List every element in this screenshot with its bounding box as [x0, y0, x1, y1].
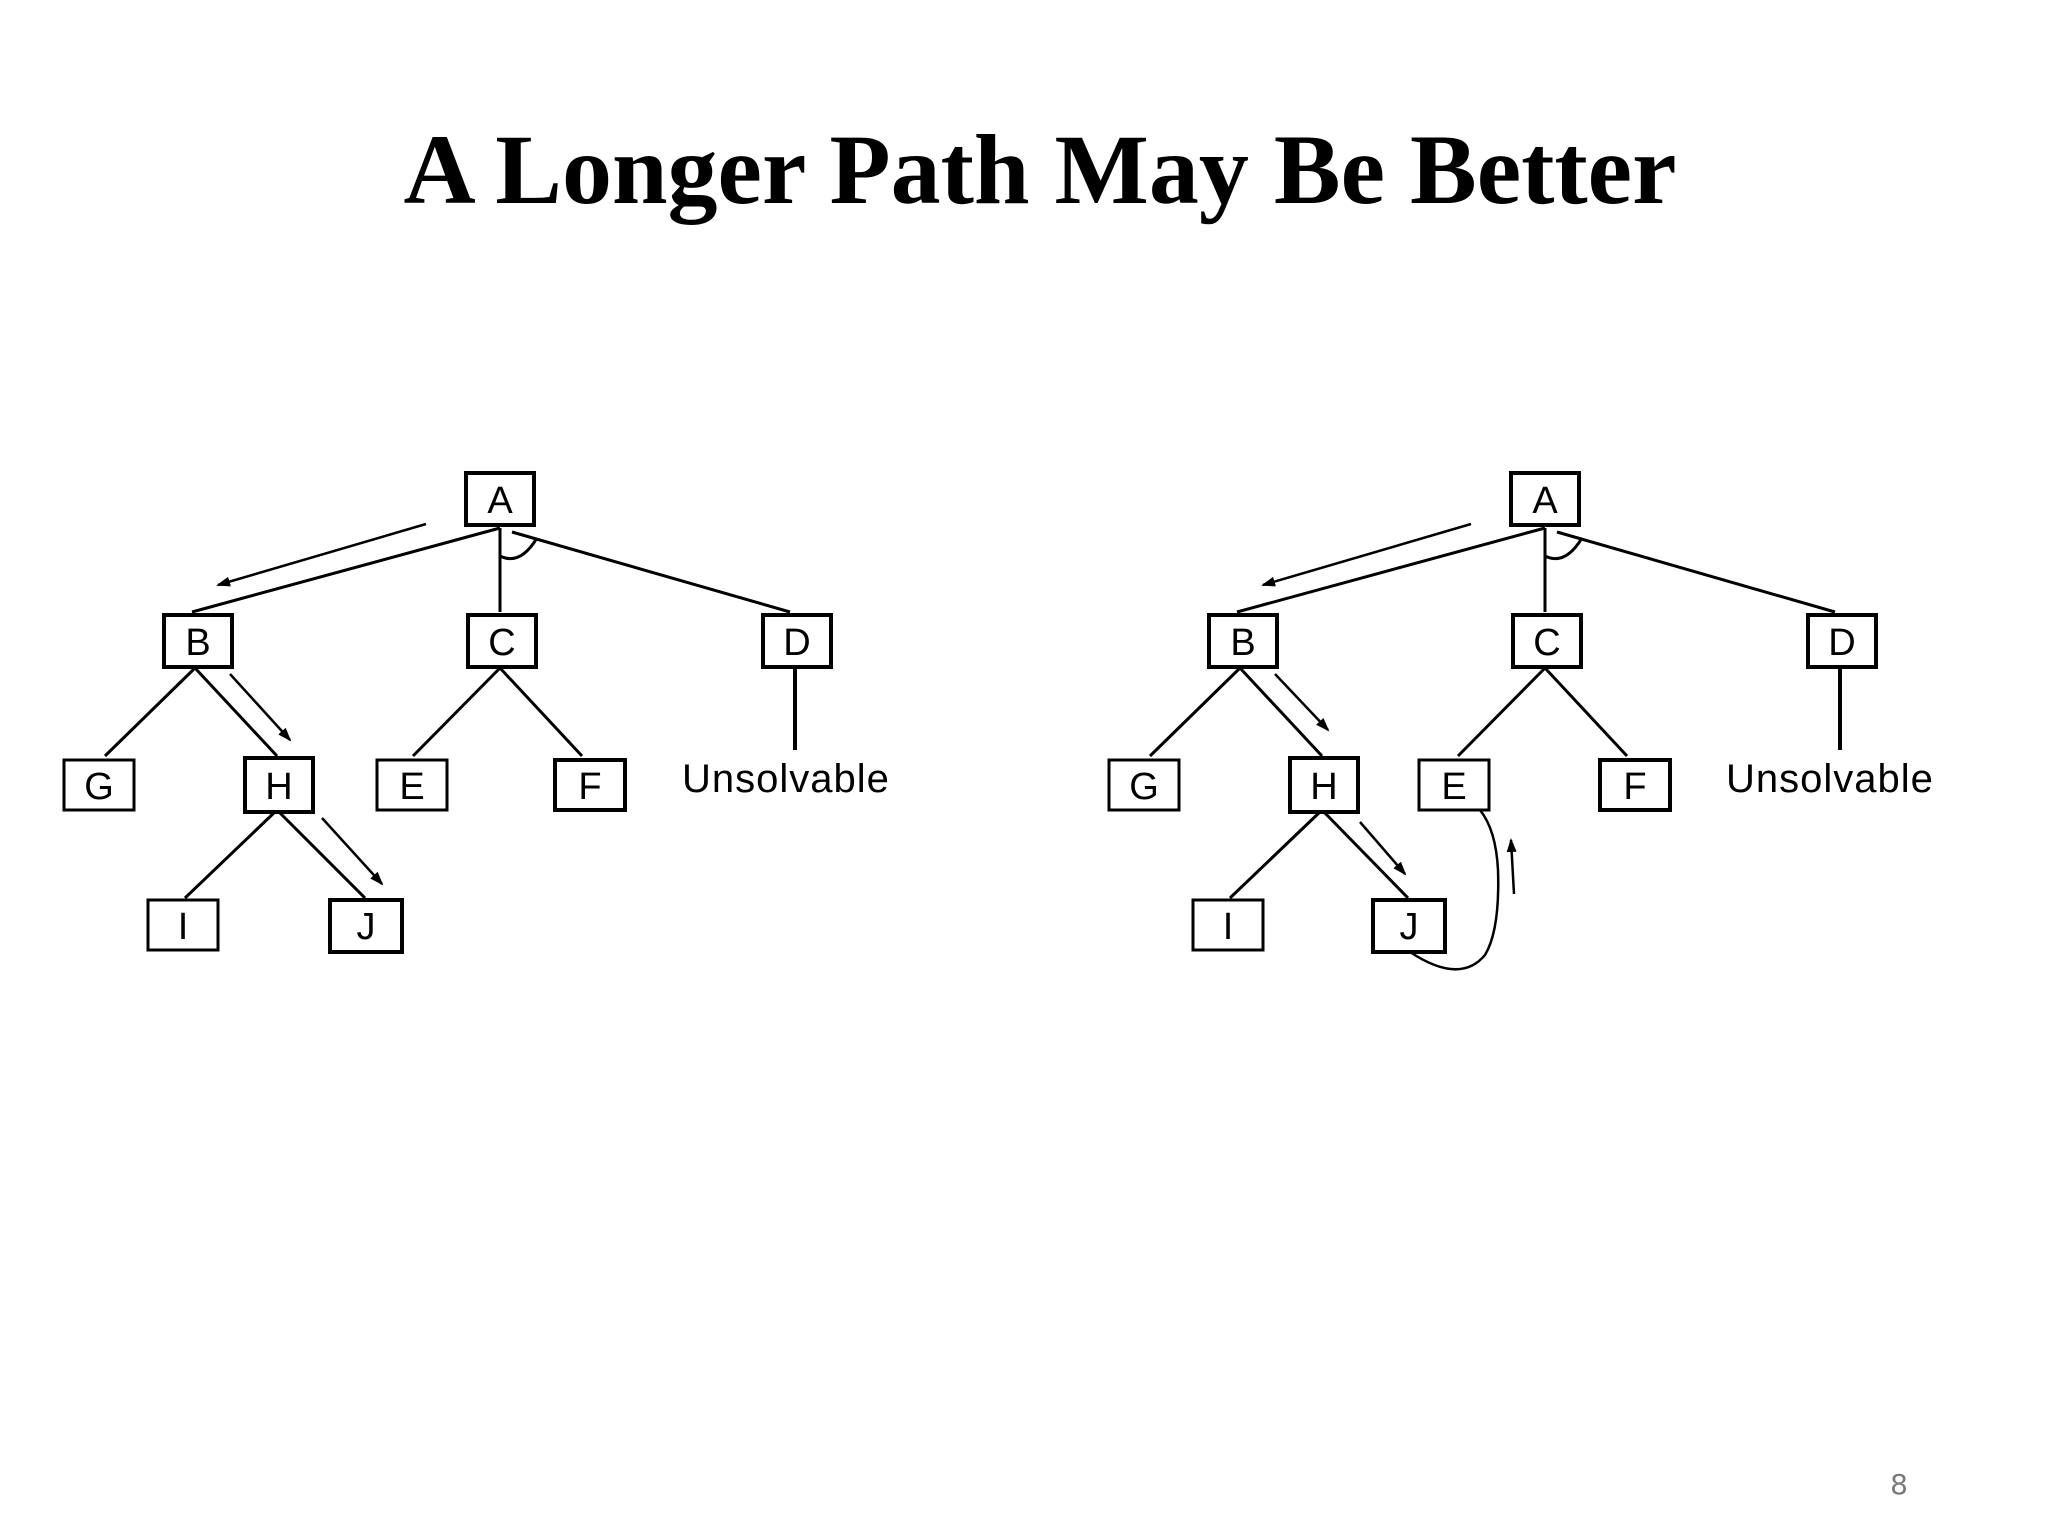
- right-edge-h-i: [1228, 808, 1324, 900]
- right-node-h: H: [1288, 756, 1360, 814]
- right-node-b: B: [1207, 613, 1279, 669]
- left-and-arc: [499, 537, 539, 561]
- right-node-d: D: [1806, 613, 1878, 669]
- right-arrow-up-to-e: [1506, 838, 1517, 895]
- right-arrow-h-to-j: [1359, 821, 1407, 876]
- left-node-f: F: [553, 758, 627, 812]
- right-edge-h-j: [1320, 808, 1410, 900]
- right-node-b-label: B: [1230, 622, 1255, 664]
- left-arrow-h-to-j: [321, 817, 384, 886]
- right-edge-a-d: [1556, 530, 1836, 614]
- right-node-a: A: [1509, 471, 1581, 527]
- left-edge-b-g: [103, 666, 197, 758]
- left-node-a-label: A: [487, 480, 513, 522]
- left-node-i-label: I: [178, 906, 189, 948]
- right-node-f: F: [1598, 758, 1672, 812]
- right-node-c: C: [1511, 613, 1583, 669]
- right-node-j: J: [1371, 898, 1447, 954]
- right-node-a-label: A: [1532, 480, 1558, 522]
- right-node-e-label: E: [1441, 766, 1466, 808]
- left-edge-h-j: [275, 808, 367, 900]
- right-edge-b-h: [1238, 666, 1324, 758]
- left-node-h: H: [243, 756, 315, 814]
- left-node-j-label: J: [357, 906, 376, 948]
- right-node-g-label: G: [1129, 766, 1159, 808]
- left-edge-b-h: [193, 666, 279, 758]
- right-node-i-label: I: [1223, 906, 1234, 948]
- right-arrow-b-to-h: [1274, 673, 1330, 732]
- left-node-g-label: G: [84, 766, 114, 808]
- right-node-h-label: H: [1310, 766, 1337, 808]
- right-and-arc: [1544, 537, 1584, 561]
- right-node-j-label: J: [1400, 906, 1419, 948]
- right-node-i: I: [1191, 898, 1265, 952]
- right-edge-c-e: [1456, 666, 1547, 758]
- left-edge-h-i: [183, 808, 279, 900]
- left-node-f-label: F: [578, 766, 601, 808]
- right-arrow-a-to-b: [1261, 522, 1472, 587]
- left-edge-a-b: [191, 526, 501, 614]
- left-arrow-b-to-h: [229, 673, 292, 742]
- left-node-c: C: [466, 613, 538, 669]
- right-node-d-label: D: [1828, 622, 1855, 664]
- right-node-g: G: [1107, 758, 1181, 812]
- left-node-d: D: [761, 613, 833, 669]
- left-edge-a-d: [511, 530, 791, 614]
- slide-title: A Longer Path May Be Better: [403, 114, 1677, 225]
- page-number: 8: [1890, 1468, 1908, 1501]
- right-edge-a-b: [1236, 526, 1546, 614]
- right-node-f-label: F: [1623, 766, 1646, 808]
- left-node-c-label: C: [488, 622, 515, 664]
- left-arrow-a-to-b: [216, 522, 427, 587]
- left-node-e: E: [375, 758, 449, 812]
- left-node-i: I: [146, 898, 220, 952]
- left-edge-c-e: [411, 666, 502, 758]
- right-edge-c-f: [1543, 666, 1629, 758]
- left-node-j: J: [328, 898, 404, 954]
- left-node-a: A: [464, 471, 536, 527]
- left-unsolvable-label: Unsolvable: [682, 757, 890, 801]
- left-node-b: B: [162, 613, 234, 669]
- left-node-e-label: E: [399, 766, 424, 808]
- left-node-g: G: [62, 758, 136, 812]
- left-tree: A B C D G H E F Unsolvable: [62, 471, 890, 954]
- left-node-h-label: H: [265, 766, 292, 808]
- right-tree: A B C D G H E F Unsolvable: [1107, 471, 1934, 971]
- right-node-c-label: C: [1533, 622, 1560, 664]
- left-edge-c-f: [498, 666, 584, 758]
- right-edge-b-g: [1148, 666, 1242, 758]
- left-node-b-label: B: [185, 622, 210, 664]
- right-curve-j-to-e: [1409, 809, 1500, 971]
- right-node-e: E: [1417, 758, 1491, 812]
- right-unsolvable-label: Unsolvable: [1726, 757, 1934, 801]
- left-node-d-label: D: [783, 622, 810, 664]
